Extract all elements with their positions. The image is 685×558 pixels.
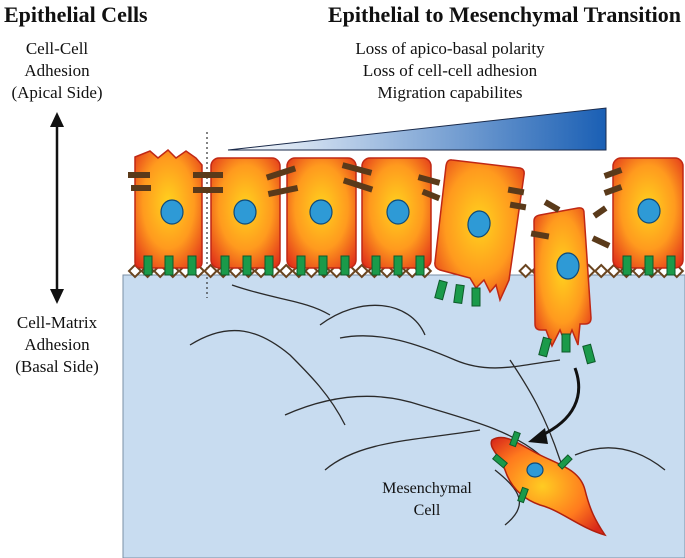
matrix-fiber <box>231 284 331 316</box>
emt-feature: Loss of apico-basal polarity <box>355 39 545 58</box>
label-line: (Basal Side) <box>15 357 99 376</box>
integrin-icon <box>242 255 252 276</box>
junction-icon <box>342 177 374 193</box>
integrin-icon <box>371 255 381 276</box>
mesenchymal-cell <box>490 436 607 537</box>
matrix-fiber <box>339 335 561 369</box>
integrin-icon <box>164 255 174 276</box>
gradient-wedge-icon <box>227 107 607 151</box>
matrix-fiber <box>284 395 541 456</box>
left-title: Epithelial Cells <box>4 2 148 27</box>
integrins <box>143 255 676 504</box>
junctions <box>128 162 623 249</box>
integrin-icon <box>517 486 529 504</box>
integrin-icon <box>264 255 274 276</box>
integrin-icon <box>415 255 425 276</box>
membrane-diamond <box>278 263 294 279</box>
integrin-icon <box>340 255 350 276</box>
mesenchymal-cell-label: Mesenchymal Cell <box>352 478 502 522</box>
cell-cell-adhesion-label: Cell-Cell Adhesion (Apical Side) <box>0 38 114 104</box>
label-line: (Apical Side) <box>11 83 103 102</box>
double-headed-arrow-icon <box>50 112 64 304</box>
integrin-icon <box>220 255 230 276</box>
junction-icon <box>603 184 623 196</box>
matrix-fiber <box>574 447 666 471</box>
junction-icon <box>131 185 151 191</box>
junction-icon <box>592 205 608 219</box>
label-line: Adhesion <box>24 61 90 80</box>
integrin-icon <box>561 333 571 353</box>
label-line: Mesenchymal <box>382 480 472 497</box>
integrin-icon <box>187 255 197 276</box>
integrin-icon <box>644 255 654 276</box>
epithelial-cell-3 <box>286 157 357 269</box>
emt-features-list: Loss of apico-basal polarity Loss of cel… <box>330 38 570 104</box>
junction-icon <box>543 199 561 213</box>
junction-icon <box>267 184 299 198</box>
integrin-icon <box>582 343 596 365</box>
integrin-icon <box>557 454 573 470</box>
integrin-icon <box>538 336 552 358</box>
epithelial-cell-5 <box>612 157 684 269</box>
membrane-diamond <box>518 263 534 279</box>
label-line: Cell-Cell <box>25 39 89 58</box>
emt-feature: Migration capabilites <box>377 83 523 102</box>
cell-matrix-adhesion-label: Cell-Matrix Adhesion (Basal Side) <box>0 312 114 378</box>
integrin-icon <box>318 255 328 276</box>
epithelial-cell-2 <box>210 157 281 269</box>
integrin-icon <box>471 287 481 307</box>
junction-icon <box>265 165 297 181</box>
junction-icon <box>193 187 223 193</box>
membrane-diamond <box>606 263 622 279</box>
junction-icon <box>128 172 150 178</box>
epithelial-cell-1 <box>134 148 203 269</box>
matrix-fiber <box>324 429 481 471</box>
curved-arrow-icon <box>528 367 581 444</box>
transitioning-cell-1 <box>434 159 525 303</box>
integrin-icon <box>509 430 521 448</box>
membrane-diamond <box>593 263 609 279</box>
junction-icon <box>509 201 527 211</box>
integrin-icon <box>622 255 632 276</box>
junction-icon <box>193 172 223 178</box>
matrix-fiber <box>319 304 426 336</box>
junction-icon <box>341 162 373 176</box>
junction-icon <box>530 230 550 240</box>
integrin-icon <box>393 255 403 276</box>
label-line: Cell <box>413 502 441 519</box>
matrix-fiber <box>189 329 346 426</box>
integrin-icon <box>143 255 153 276</box>
junction-icon <box>591 235 611 249</box>
integrin-icon <box>434 279 448 301</box>
integrin-icon <box>492 453 508 469</box>
membrane-diamond <box>354 263 370 279</box>
integrin-icon <box>666 255 676 276</box>
membrane-diamond <box>203 263 219 279</box>
integrin-icon <box>453 283 465 305</box>
junction-icon <box>421 188 441 202</box>
junction-icon <box>603 167 623 179</box>
label-line: Adhesion <box>24 335 90 354</box>
emt-feature: Loss of cell-cell adhesion <box>362 61 538 80</box>
right-title: Epithelial to Mesenchymal Transition <box>327 2 681 27</box>
junction-icon <box>507 186 525 196</box>
junction-icon <box>417 174 441 186</box>
epithelial-cell-4 <box>361 157 432 269</box>
label-line: Cell-Matrix <box>16 313 98 332</box>
integrin-icon <box>296 255 306 276</box>
